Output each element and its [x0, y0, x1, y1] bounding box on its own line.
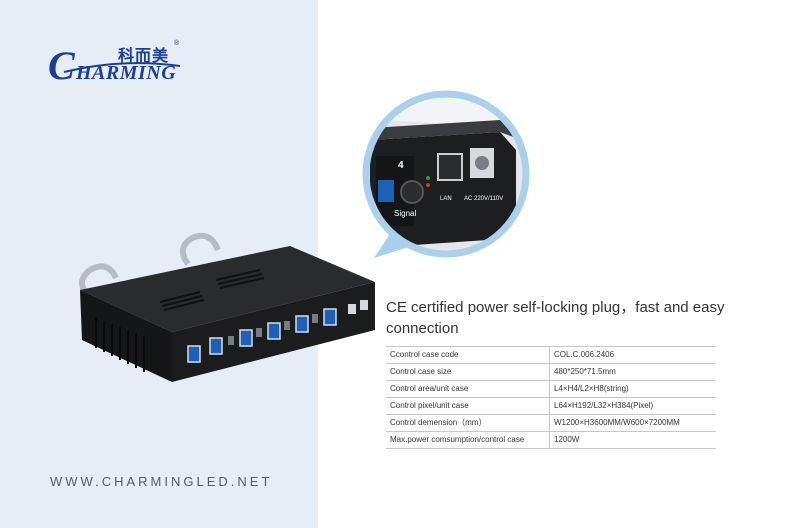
spec-label: Max.power comsumption/control case [386, 431, 550, 449]
table-row: Control area/unit case L4×H4/L2×H8(strin… [386, 380, 716, 398]
blue-connectors [187, 308, 337, 363]
table-row: Control demension（mm） W1200×H3600MM/W600… [386, 414, 716, 432]
spec-value: L4×H4/L2×H8(string) [549, 380, 716, 398]
lan-port [437, 153, 463, 181]
signal-connectors [228, 300, 368, 345]
spec-label: Control case size [386, 363, 550, 381]
table-row: Ccontrol case code COL.C.006.2406 [386, 346, 716, 364]
spec-label: Control pixel/unit case [386, 397, 550, 415]
spec-value: COL.C.006.2406 [549, 346, 716, 364]
box-top [80, 246, 375, 332]
zoom-label-ac: AC 220V/110V [464, 196, 503, 202]
top-vents [159, 269, 265, 311]
table-row: Control pixel/unit case L64×H192/L32×H38… [386, 397, 716, 415]
table-row: Max.power comsumption/control case 1200W [386, 431, 716, 449]
logo-swoosh-icon [63, 62, 181, 73]
website-url: WWW.CHARMINGLED.NET [50, 474, 273, 489]
spec-table: Ccontrol case code COL.C.006.2406 Contro… [386, 346, 716, 449]
blue-power-plug [378, 180, 394, 202]
side-vents [95, 318, 145, 372]
charming-logo: 科而美 ® C HARMING [48, 40, 198, 88]
spec-value: 1200W [549, 431, 716, 449]
logo-letter-c: C [48, 43, 75, 88]
spec-label: Control area/unit case [386, 380, 550, 398]
zoom-label-lan: LAN [440, 196, 452, 202]
zoom-label-number: 4 [398, 160, 404, 171]
power-control-box-image [79, 232, 375, 382]
box-side [80, 290, 172, 382]
logo-chinese-text: 科而美 [118, 46, 170, 65]
spec-label: Control demension（mm） [386, 414, 550, 432]
signal-connector [400, 180, 424, 204]
zoom-detail-circle: 4 Signal LAN AC 220V/110V [362, 90, 530, 258]
mounting-clamp-right [179, 232, 221, 266]
spec-value: L64×H192/L32×H384(Pixel) [549, 397, 716, 415]
spec-value: 480*250*71.5mm [549, 363, 716, 381]
feature-caption: CE certified power self-locking plug，fas… [386, 299, 725, 337]
spec-label: Ccontrol case code [386, 346, 550, 364]
mounting-clamp-left [79, 263, 119, 301]
logo-registered-mark: ® [174, 40, 180, 47]
logo-wordmark: HARMING [76, 62, 177, 84]
table-row: Control case size 480*250*71.5mm [386, 363, 716, 381]
zoom-label-signal: Signal [394, 209, 416, 218]
spec-value: W1200×H3600MM/W600×7200MM [549, 414, 716, 432]
